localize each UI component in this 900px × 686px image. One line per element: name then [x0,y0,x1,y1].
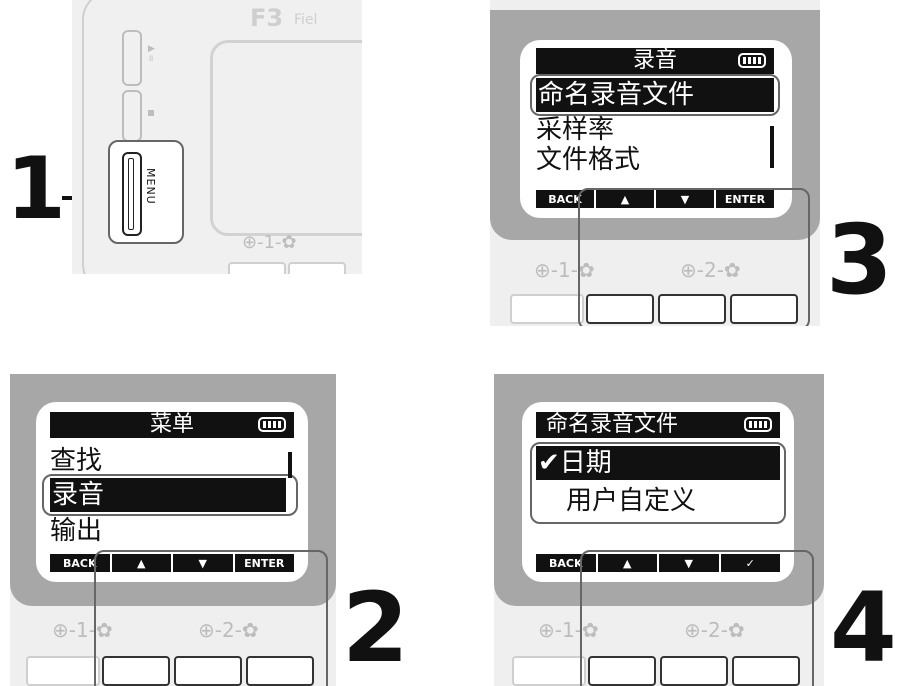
step-number-4: 4 [830,572,897,684]
menu-item[interactable]: 查找 [50,446,308,476]
device-screen-frame [210,40,362,236]
knob-1-label: ⊕-1-✿ [534,258,595,282]
menu-key-label: MENU [144,168,157,205]
scrollbar[interactable] [770,126,774,168]
menu-item[interactable]: 采样率 [536,116,792,144]
menu-key-callout [108,140,184,244]
softkey-back[interactable]: BACK [63,556,97,570]
softkey-down[interactable]: ▼ [657,554,719,572]
softkey-callout [580,550,814,686]
hardware-button-1[interactable] [586,294,654,324]
options-callout [530,442,786,524]
hardware-button-3[interactable] [732,656,800,686]
selection-callout [530,74,780,116]
option-item-label: 用户自定义 [566,486,697,516]
hardware-button-1[interactable] [588,656,656,686]
menu-item-selected[interactable]: 录音 [50,478,286,512]
menu-key[interactable] [122,152,142,236]
selection-callout [42,474,298,516]
play-pause-key[interactable] [122,30,142,86]
softkey-down[interactable]: ▼ [171,554,233,572]
hardware-button-0[interactable] [26,656,100,686]
knob-2-label: ⊕-2-✿ [680,258,741,282]
lcd-title-bar: 录音 [536,48,774,74]
menu-item-label: 采样率 [536,115,615,145]
step-number-3: 3 [826,204,893,316]
lcd-screen: 菜单 查找 录音 输出 BACK ▲ ▼ ENTER [36,402,308,582]
knob-2-label: ⊕-2-✿ [198,618,259,642]
lcd-title: 命名录音文件 [546,412,679,437]
device-model-subtitle: Fiel [294,12,318,28]
play-pause-icon: ▶॥ [148,44,155,64]
battery-icon [744,417,772,432]
hardware-button-2[interactable] [174,656,242,686]
hardware-button-0[interactable] [512,656,586,686]
battery-icon [258,417,286,432]
lcd-title: 录音 [632,48,677,73]
softkey-confirm[interactable]: ✓ [718,554,781,572]
softkey-bar: BACK ▲ ▼ ENTER [50,554,294,572]
device-body [82,0,362,274]
softkey-callout [578,188,810,326]
step-number-1: 1 [6,139,66,239]
menu-item-label: 查找 [50,446,103,476]
hardware-button-2[interactable] [660,656,728,686]
hardware-button-3[interactable] [730,294,798,324]
step-number-2: 2 [342,572,409,684]
softkey-bar: BACK ▲ ▼ ✓ [536,554,780,572]
scrollbar[interactable] [288,452,292,478]
menu-item-label: 录音 [52,480,105,510]
device-closeup-panel: F3 Fiel ▶॥ MENU ⊕-1-✿ [72,0,362,274]
hardware-button-2[interactable] [658,294,726,324]
lcd-title: 菜单 [149,412,194,437]
stop-icon [148,110,154,116]
menu-item-label: 文件格式 [536,145,641,175]
softkey-up[interactable]: ▲ [594,190,654,208]
hardware-button-1[interactable] [102,656,170,686]
knob-1-label: ⊕-1-✿ [52,618,113,642]
hardware-button-3[interactable] [246,656,314,686]
menu-item-label: 输出 [50,516,103,546]
function-button-2[interactable] [288,262,346,274]
lcd-screen: 录音 命名录音文件 采样率 文件格式 BACK ▲ ▼ ENTER [520,40,792,218]
option-item[interactable]: 用户自定义 [536,484,794,518]
step-3-panel: 录音 命名录音文件 采样率 文件格式 BACK ▲ ▼ ENTER ⊕-1-✿ … [490,0,820,326]
menu-item-selected[interactable]: 命名录音文件 [536,78,774,112]
option-item-label: ✔日期 [538,448,612,478]
device-model-title: F3 [250,4,284,32]
step-2-panel: 菜单 查找 录音 输出 BACK ▲ ▼ ENTER ⊕-1-✿ ⊕-2-✿ [10,374,336,686]
function-button-1[interactable] [228,262,286,274]
softkey-down[interactable]: ▼ [654,190,714,208]
lcd-screen: 命名录音文件 ✔日期 用户自定义 BACK ▲ ▼ ✓ [522,402,794,582]
step-4-panel: 命名录音文件 ✔日期 用户自定义 BACK ▲ ▼ ✓ ⊕-1-✿ ⊕-2-✿ [494,374,824,686]
softkey-callout [94,550,328,686]
knob-1-label: ⊕-1-✿ [242,232,297,253]
menu-item[interactable]: 文件格式 [536,146,792,174]
hardware-button-0[interactable] [510,294,584,324]
stop-key[interactable] [122,90,142,142]
softkey-bar: BACK ▲ ▼ ENTER [536,190,774,208]
softkey-back[interactable]: BACK [548,192,582,206]
menu-item[interactable]: 输出 [50,516,308,546]
option-item-selected[interactable]: ✔日期 [536,446,780,480]
knob-2-label: ⊕-2-✿ [684,618,745,642]
lcd-title-bar: 菜单 [50,412,294,438]
lcd-title-bar: 命名录音文件 [536,412,780,438]
battery-icon [738,53,766,68]
menu-item-label: 命名录音文件 [538,80,695,110]
knob-1-label: ⊕-1-✿ [538,618,599,642]
softkey-up[interactable]: ▲ [595,554,658,572]
softkey-up[interactable]: ▲ [109,554,172,572]
softkey-enter[interactable]: ENTER [232,554,295,572]
softkey-back[interactable]: BACK [549,556,583,570]
softkey-enter[interactable]: ENTER [714,190,774,208]
